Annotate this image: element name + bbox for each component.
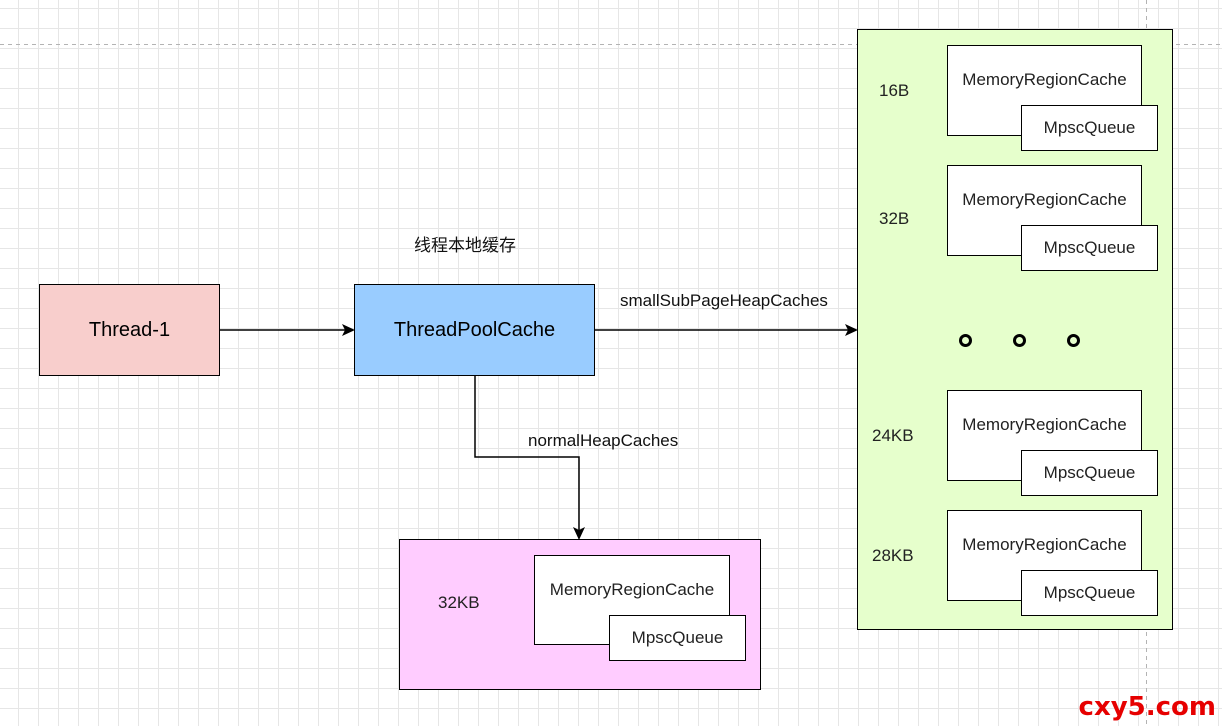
edge-pool-to-normal-cache	[474, 376, 580, 530]
mpsc-queue[interactable]: MpscQueue	[1021, 105, 1158, 151]
thread-local-cache-label: 线程本地缓存	[414, 236, 516, 255]
mpsc-queue-label: MpscQueue	[1043, 118, 1136, 137]
memory-region-cache-label: MemoryRegionCache	[962, 70, 1127, 89]
mpsc-queue-label: MpscQueue	[631, 628, 724, 647]
cache-size-label: 32B	[879, 209, 910, 228]
arrowhead	[342, 324, 355, 336]
cache-size-label: 28KB	[872, 546, 914, 565]
mpsc-queue-label: MpscQueue	[1043, 463, 1136, 482]
mpsc-queue[interactable]: MpscQueue	[1021, 450, 1158, 496]
memory-region-cache-label: MemoryRegionCache	[549, 580, 715, 599]
thread-label: Thread-1	[88, 318, 171, 341]
ellipsis-dot	[1067, 334, 1080, 347]
mpsc-queue-label: MpscQueue	[1043, 238, 1136, 257]
arrowhead	[573, 527, 585, 540]
watermark: cxy5.com	[1078, 692, 1216, 722]
mpsc-queue[interactable]: MpscQueue	[1021, 570, 1158, 616]
small-sub-page-heap-caches-label: smallSubPageHeapCaches	[620, 291, 828, 310]
normal-heap-caches-label: normalHeapCaches	[528, 431, 679, 450]
ellipsis-dot	[1013, 334, 1026, 347]
memory-region-cache-label: MemoryRegionCache	[962, 190, 1127, 209]
mpsc-queue[interactable]: MpscQueue	[1021, 225, 1158, 271]
cache-size-label: 16B	[879, 81, 910, 100]
memory-region-cache-label: MemoryRegionCache	[962, 535, 1127, 554]
arrowhead	[845, 324, 858, 336]
cache-size-label: 32KB	[438, 593, 480, 612]
mpsc-queue-label: MpscQueue	[1043, 583, 1136, 602]
thread-node[interactable]: Thread-1	[39, 284, 220, 376]
memory-region-cache-label: MemoryRegionCache	[962, 415, 1127, 434]
cache-size-label: 24KB	[872, 426, 914, 445]
thread-pool-cache-node[interactable]: ThreadPoolCache	[354, 284, 595, 376]
ellipsis-dot	[959, 334, 972, 347]
mpsc-queue[interactable]: MpscQueue	[609, 615, 746, 661]
thread-pool-cache-label: ThreadPoolCache	[393, 318, 556, 341]
